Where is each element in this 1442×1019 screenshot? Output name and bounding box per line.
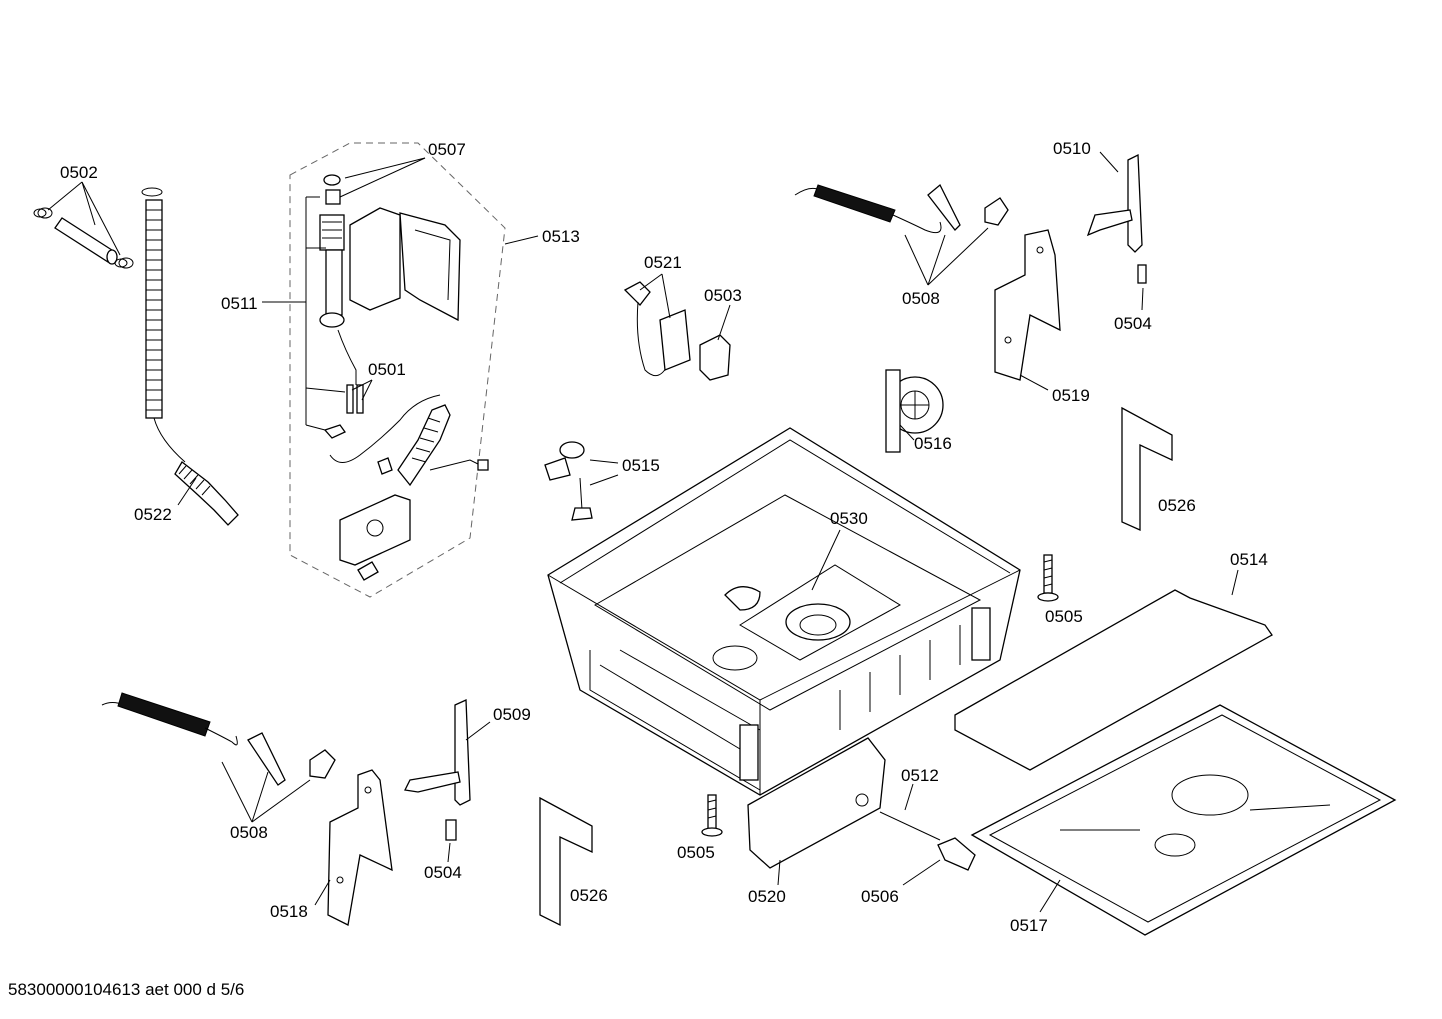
part-hinge-plate-left	[327, 769, 393, 926]
part-screw-center	[701, 794, 723, 837]
part-drain-hose	[141, 187, 239, 526]
part-bracket-plate	[339, 494, 411, 581]
part-base-tub	[547, 427, 1021, 796]
callout-0515: 0515	[622, 456, 660, 475]
callout-0508-upper: 0508	[902, 289, 940, 308]
callout-0517: 0517	[1010, 916, 1048, 935]
callout-0501: 0501	[368, 360, 406, 379]
part-screw-right	[1037, 554, 1059, 602]
callout-0530: 0530	[830, 509, 868, 528]
part-sensor-hose	[329, 394, 489, 487]
part-connector-block	[699, 334, 731, 381]
part-wire-harness	[623, 281, 691, 377]
callout-0526-upper: 0526	[1158, 496, 1196, 515]
callout-0521: 0521	[644, 253, 682, 272]
callout-0506: 0506	[861, 887, 899, 906]
part-side-trim-upper	[1121, 406, 1173, 532]
part-base-tray	[970, 704, 1397, 936]
callout-0504-upper: 0504	[1114, 314, 1152, 333]
callout-0505-center: 0505	[677, 843, 715, 862]
callout-0504-lower: 0504	[424, 863, 462, 882]
part-door-spring-upper	[794, 183, 1009, 234]
part-insulation-plate	[954, 589, 1273, 771]
part-hinge-plate-right	[994, 229, 1061, 381]
callout-0519: 0519	[1052, 386, 1090, 405]
part-circulation-pump	[885, 369, 944, 453]
callout-0512: 0512	[901, 766, 939, 785]
callout-0518: 0518	[270, 902, 308, 921]
callout-0513: 0513	[542, 227, 580, 246]
part-kick-plate	[747, 737, 886, 869]
callout-0505-right: 0505	[1045, 607, 1083, 626]
callout-0508-lower: 0508	[230, 823, 268, 842]
part-hinge-bracket-lower	[404, 699, 471, 841]
part-side-trim-lower	[539, 796, 593, 927]
callout-0520: 0520	[748, 887, 786, 906]
part-screw-fittings	[544, 441, 593, 521]
part-inlet-valve-assembly	[319, 174, 461, 439]
callout-0503: 0503	[704, 286, 742, 305]
callout-0511: 0511	[221, 294, 258, 313]
callout-0514: 0514	[1230, 550, 1268, 569]
part-door-spring-lower	[101, 692, 336, 786]
part-hinge-bracket-upper	[1086, 153, 1147, 284]
drawing-code: 58300000104613 aet 000 d 5/6	[8, 980, 245, 999]
callout-0516: 0516	[914, 434, 952, 453]
part-adjustment-foot	[937, 837, 976, 871]
callout-0526-lower: 0526	[570, 886, 608, 905]
callout-0502: 0502	[60, 163, 98, 182]
part-hose-clamp-set	[33, 207, 134, 269]
callout-0522: 0522	[134, 505, 172, 524]
assembly-group-outline	[289, 142, 506, 598]
callout-0507: 0507	[428, 140, 466, 159]
callout-0510: 0510	[1053, 139, 1091, 158]
callout-0509: 0509	[493, 705, 531, 724]
